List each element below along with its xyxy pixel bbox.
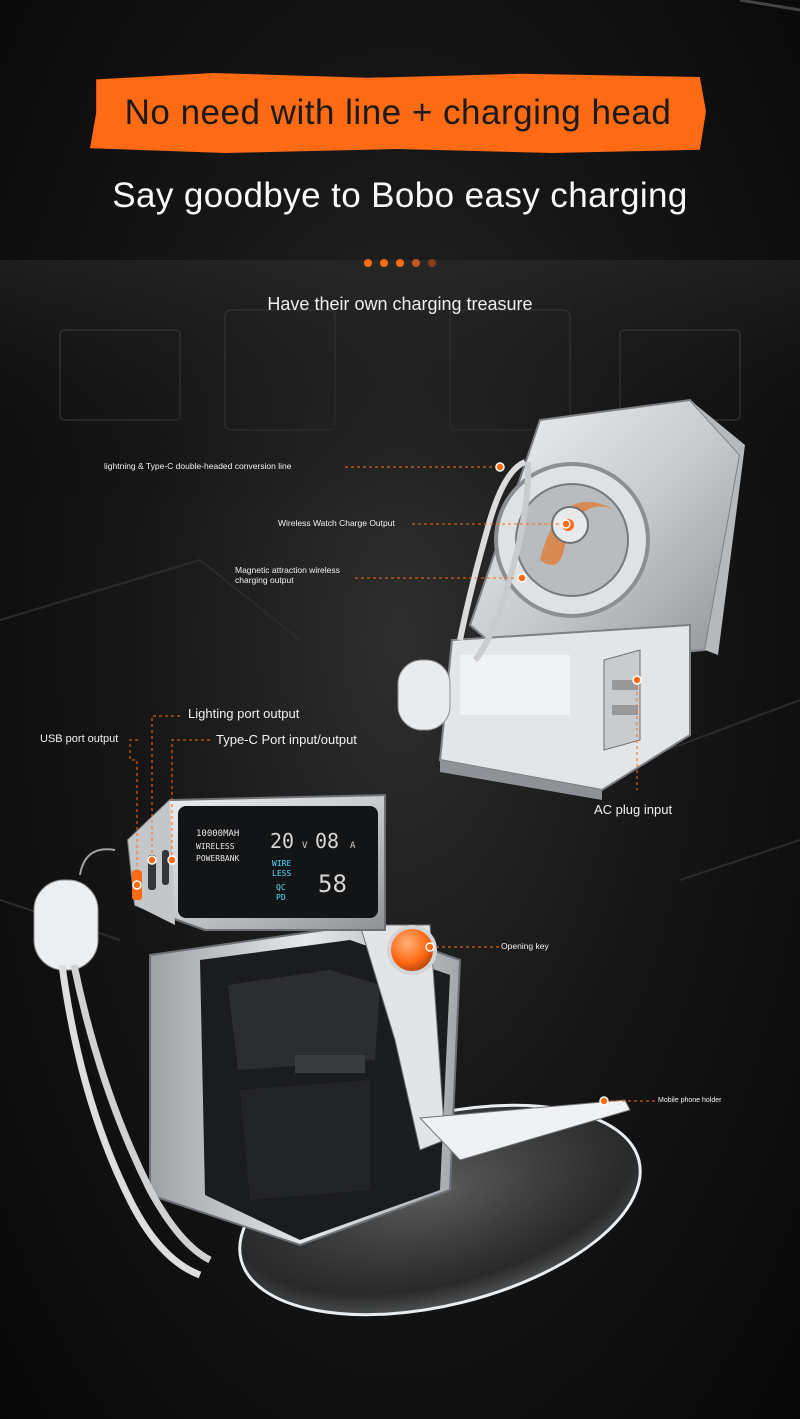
screen-qc: QC — [276, 883, 286, 892]
callout-wireless-watch: Wireless Watch Charge Output — [278, 518, 395, 528]
headline-text: No need with line + charging head — [124, 93, 672, 132]
callout-typec-port: Type-C Port input/output — [216, 732, 357, 747]
callout-lighting-port: Lighting port output — [188, 706, 300, 721]
callout-ac-plug: AC plug input — [594, 802, 673, 817]
dot-2 — [380, 259, 388, 267]
decor-dots — [364, 259, 436, 267]
screen-line3: POWERBANK — [196, 854, 240, 863]
screen-wireless-1: WIRE — [272, 859, 291, 868]
callout-magnetic-wireless-line1: Magnetic attraction wireless — [235, 565, 340, 575]
callout-magnetic-wireless: Magnetic attraction wireless charging ou… — [235, 565, 340, 586]
lower-device: 10000MAH WIRELESS POWERBANK 20 V 08 A WI… — [33, 793, 642, 1317]
screen-volt-digits: 20 — [270, 829, 294, 853]
screen-amp-unit: A — [350, 841, 356, 851]
screen-capacity: 10000MAH — [196, 829, 239, 839]
dot-4 — [412, 259, 420, 267]
dot-5 — [428, 259, 436, 267]
screen-volt-unit: V — [302, 841, 308, 851]
device-screen: 10000MAH WIRELESS POWERBANK 20 V 08 A WI… — [196, 829, 356, 902]
screen-pd: PD — [276, 893, 286, 902]
callout-opening-key: Opening key — [501, 941, 549, 951]
dot-3 — [396, 259, 404, 267]
subtitle: Say goodbye to Bobo easy charging — [112, 176, 688, 215]
dot-1 — [364, 259, 372, 267]
callout-lightning-typec-line: lightning & Type-C double-headed convers… — [104, 461, 292, 471]
callout-markers — [132, 462, 642, 1106]
callout-lines — [129, 466, 656, 1102]
upper-device — [397, 398, 745, 800]
callout-magnetic-wireless-line2: charging output — [235, 574, 294, 585]
callout-usb-port: USB port output — [40, 733, 119, 745]
screen-wireless-2: LESS — [272, 869, 291, 878]
screen-pct-digits: 58 — [318, 870, 347, 898]
screen-amp-digits: 08 — [315, 829, 339, 853]
screen-line2: WIRELESS — [196, 842, 235, 851]
callout-phone-holder: Mobile phone holder — [658, 1097, 722, 1104]
headline-banner: No need with line + charging head — [90, 73, 706, 153]
tagline: Have their own charging treasure — [267, 294, 533, 314]
